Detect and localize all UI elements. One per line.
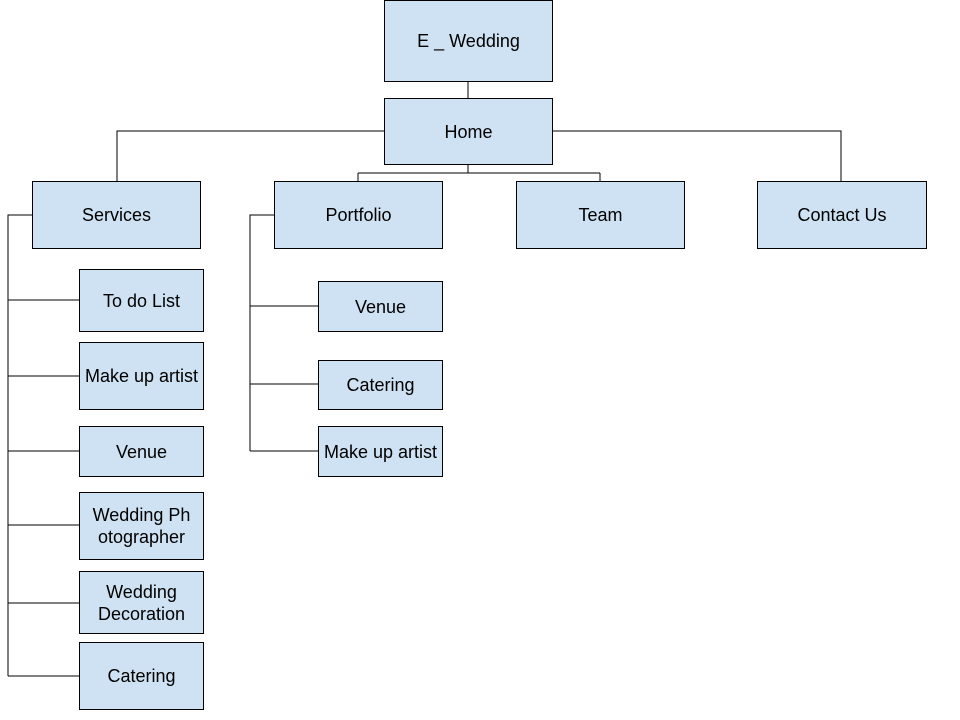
node-home: Home [384,98,553,165]
node-label: Venue [115,441,168,462]
node-services: Services [32,181,201,249]
connector-portfolio-spine [249,214,274,451]
node-label: Wedding Decoration [97,581,186,624]
node-label: Make up artist [323,441,438,462]
node-label: Contact Us [797,205,887,225]
node-services-catering: Catering [79,642,204,710]
node-label: Services [81,205,152,225]
node-team: Team [516,181,685,249]
node-label: Catering [107,666,176,686]
node-e-wedding: E _ Wedding [384,0,553,82]
node-services-to-do-list: To do List [79,269,204,332]
node-portfolio-catering: Catering [318,360,443,410]
node-label: Catering [346,375,415,395]
node-label: Wedding Photographer [92,505,191,547]
node-label: To do List [102,290,181,311]
node-services-wedding-decoration: Wedding Decoration [79,571,204,634]
node-label: Portfolio [325,205,392,225]
connector-services-children [8,299,79,677]
connector-home-contact [552,130,842,181]
node-label: E _ Wedding [417,31,520,51]
node-services-venue: Venue [79,426,204,477]
node-portfolio-make-up-artist: Make up artist [318,426,443,477]
node-services-wedding-photographer: Wedding Photographer [79,492,204,560]
node-portfolio-venue: Venue [318,281,443,332]
connector-home-services [116,130,384,181]
connector-services-spine [7,214,32,676]
node-label: Make up artist [84,366,199,386]
node-label: Venue [354,296,407,317]
node-services-make-up-artist: Make up artist [79,342,204,410]
connector-portfolio-children [250,305,318,452]
node-portfolio: Portfolio [274,181,443,249]
node-label: Home [444,121,493,142]
connector-home-portfolio-team [357,165,601,181]
node-label: Team [578,205,623,225]
node-contact-us: Contact Us [757,181,927,249]
